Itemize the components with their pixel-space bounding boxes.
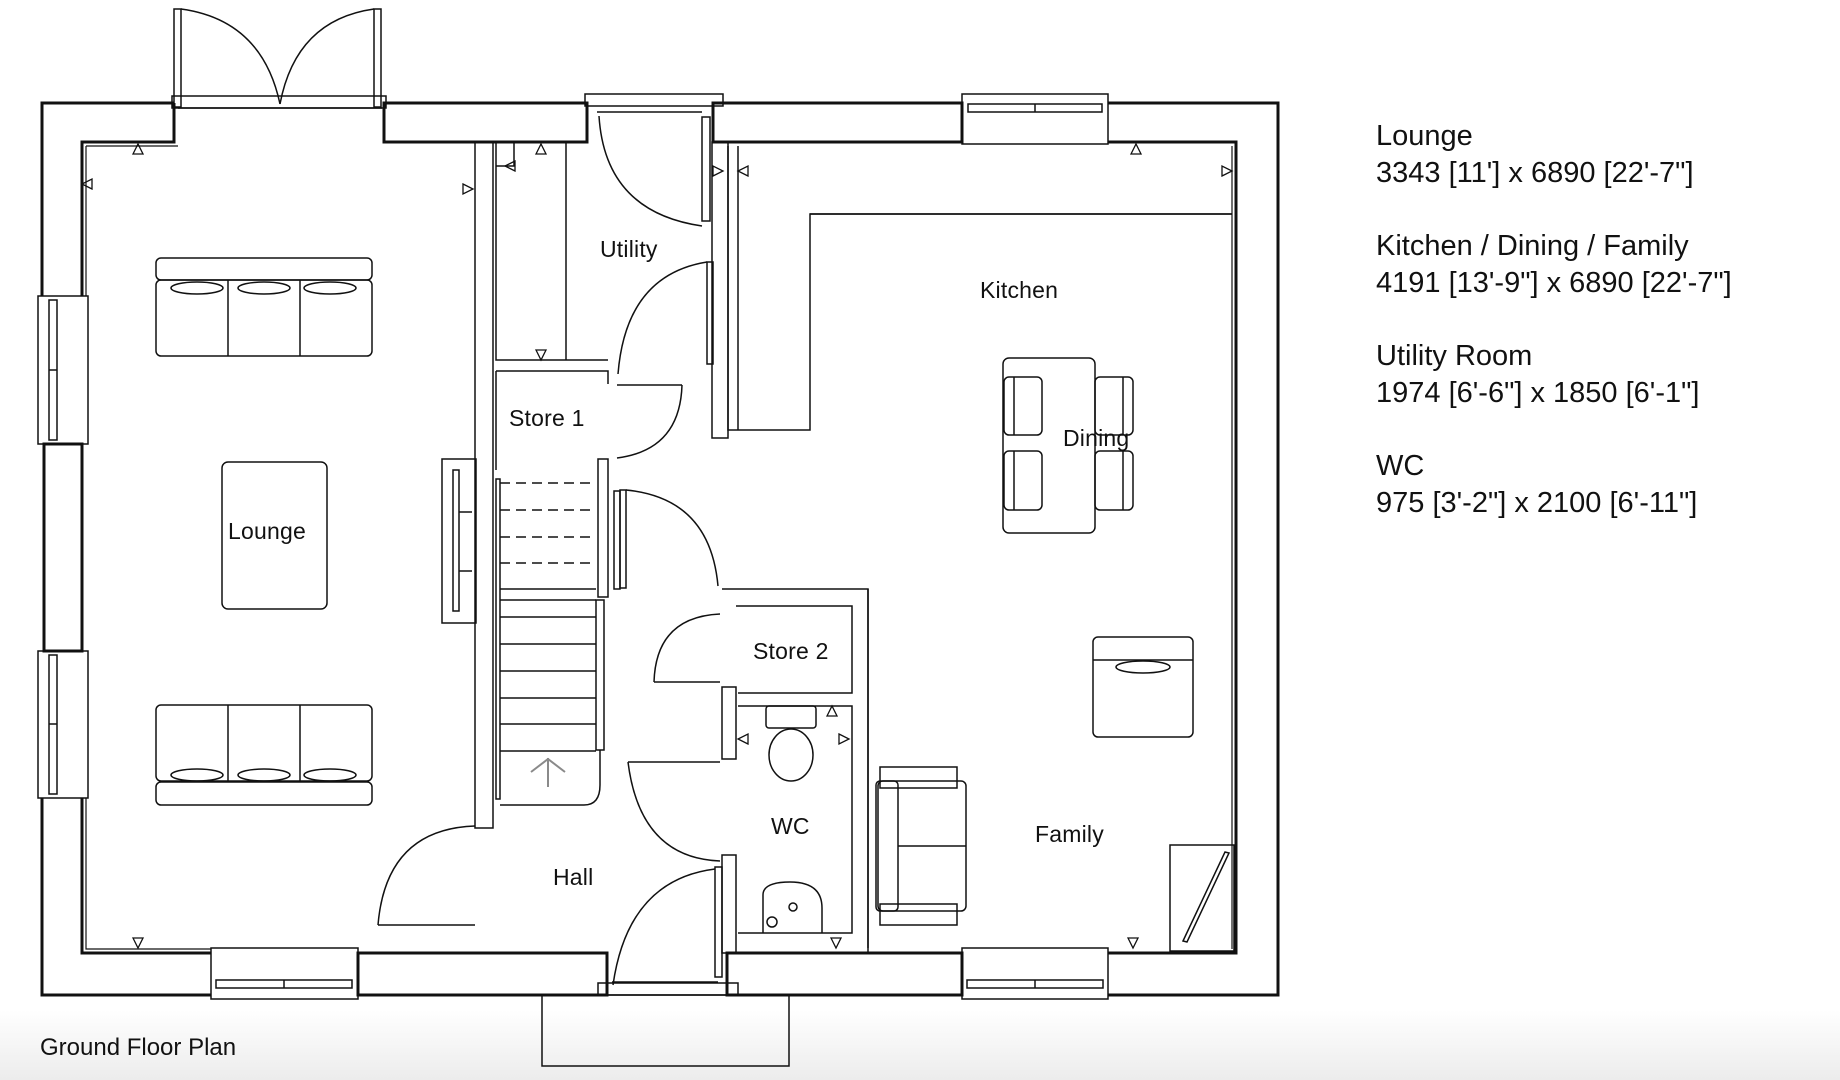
kitchen-top-window [961,93,1109,145]
room-label-dining: Dining [1063,425,1130,451]
family-armchair [1092,636,1194,738]
legend-room-dims: 4191 [13'-9"] x 6890 [22'-7"] [1376,267,1732,299]
legend-room-name: Utility Room [1376,340,1533,372]
triangle-marker-icon [80,142,1234,950]
legend-room-name: WC [1376,450,1425,482]
internal-doors [377,261,721,926]
lounge-tv [441,458,477,624]
lounge-left-windows [37,295,89,799]
lounge-rug [221,461,328,610]
kitchen-worktop [737,146,1232,430]
legend-entry-lounge: Lounge 3343 [11'] x 6890 [22'-7"] [1376,118,1732,192]
staircase [495,478,605,806]
plan-title: Ground Floor Plan [40,1034,237,1061]
wc-toilet [765,705,817,782]
legend-room-name: Lounge [1376,120,1473,152]
room-label-store1: Store 1 [509,405,585,431]
room-label-kitchen: Kitchen [980,277,1059,303]
lounge-sofa-bottom [155,704,373,806]
room-label-store2: Store 2 [753,638,829,664]
family-tv [1169,844,1235,952]
exterior-walls [40,101,1280,997]
utility-back-door [584,93,724,227]
family-sofa [875,766,967,926]
room-label-hall: Hall [553,864,594,890]
page-bottom-fade [0,1010,1840,1080]
plaster-lines [85,145,1233,950]
up-arrow-icon [530,757,566,787]
wc-basin [762,881,823,933]
room-label-utility: Utility [600,236,658,262]
legend-entry-kitchen-dining-family: Kitchen / Dining / Family 4191 [13'-9"] … [1376,228,1732,302]
room-label-lounge: Lounge [228,518,306,544]
front-door [541,866,790,1067]
legend-room-name: Kitchen / Dining / Family [1376,230,1689,262]
legend-room-dims: 1974 [6'-6"] x 1850 [6'-1"] [1376,377,1700,409]
legend-entry-wc: WC 975 [3'-2"] x 2100 [6'-11"] [1376,448,1732,522]
bottom-windows [210,947,1109,1000]
legend-entry-utility-room: Utility Room 1974 [6'-6"] x 1850 [6'-1"] [1376,338,1732,412]
dining-table [1002,357,1134,534]
legend-room-dims: 3343 [11'] x 6890 [22'-7"] [1376,157,1694,189]
lounge-sofa-top [155,257,373,357]
french-doors [171,8,387,109]
room-label-wc: WC [771,813,810,839]
room-label-family: Family [1035,821,1104,847]
legend-room-dims: 975 [3'-2"] x 2100 [6'-11"] [1376,487,1698,519]
room-dimensions-legend: Lounge 3343 [11'] x 6890 [22'-7"] Kitche… [1376,118,1732,558]
internal-walls [474,141,1232,954]
